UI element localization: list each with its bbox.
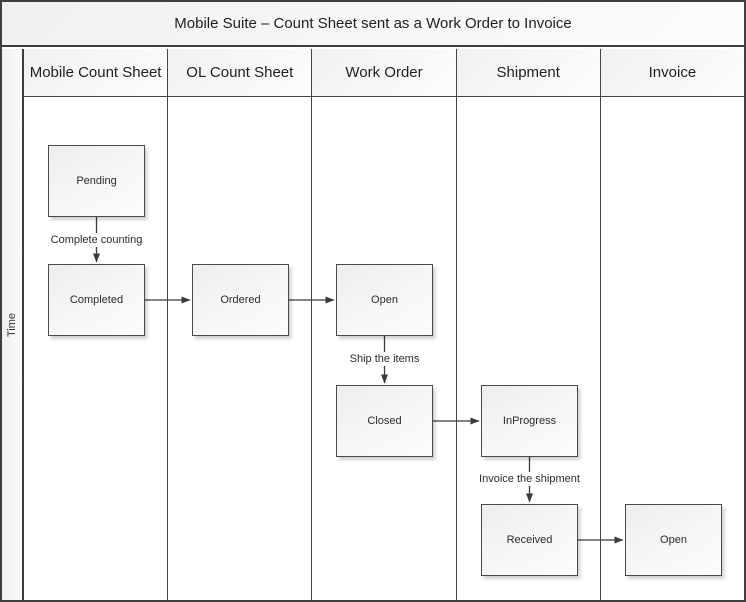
node-in-progress: InProgress bbox=[481, 385, 578, 457]
lane-body-work-order bbox=[312, 97, 456, 600]
edge-label-complete-counting: Complete counting bbox=[47, 233, 146, 247]
lane-shipment: Shipment bbox=[456, 49, 601, 600]
lane-header-shipment: Shipment bbox=[456, 49, 600, 97]
node-open-invoice: Open bbox=[625, 504, 722, 576]
time-axis: Time bbox=[2, 49, 24, 600]
node-pending: Pending bbox=[48, 145, 145, 217]
diagram-body: Time Mobile Count Sheet OL Count Sheet W… bbox=[2, 49, 744, 600]
diagram-title-band: Mobile Suite – Count Sheet sent as a Wor… bbox=[2, 2, 744, 47]
lane-body-ol-count-sheet bbox=[168, 97, 312, 600]
lane-header-work-order: Work Order bbox=[312, 49, 456, 97]
lane-header-mobile-count-sheet: Mobile Count Sheet bbox=[24, 49, 168, 97]
edge-label-ship-the-items: Ship the items bbox=[346, 352, 423, 366]
node-received: Received bbox=[481, 504, 578, 576]
time-axis-label: Time bbox=[6, 312, 18, 337]
edge-label-invoice-the-shipment: Invoice the shipment bbox=[476, 472, 583, 486]
lane-header-ol-count-sheet: OL Count Sheet bbox=[168, 49, 312, 97]
node-closed: Closed bbox=[336, 385, 433, 457]
lane-work-order: Work Order bbox=[312, 49, 457, 600]
lane-header-invoice: Invoice bbox=[600, 49, 744, 97]
lane-ol-count-sheet: OL Count Sheet bbox=[168, 49, 313, 600]
lane-container: Mobile Count Sheet OL Count Sheet Work O… bbox=[24, 49, 744, 600]
node-completed: Completed bbox=[48, 264, 145, 336]
node-ordered: Ordered bbox=[192, 264, 289, 336]
diagram-title: Mobile Suite – Count Sheet sent as a Wor… bbox=[174, 15, 572, 32]
node-open-work-order: Open bbox=[336, 264, 433, 336]
